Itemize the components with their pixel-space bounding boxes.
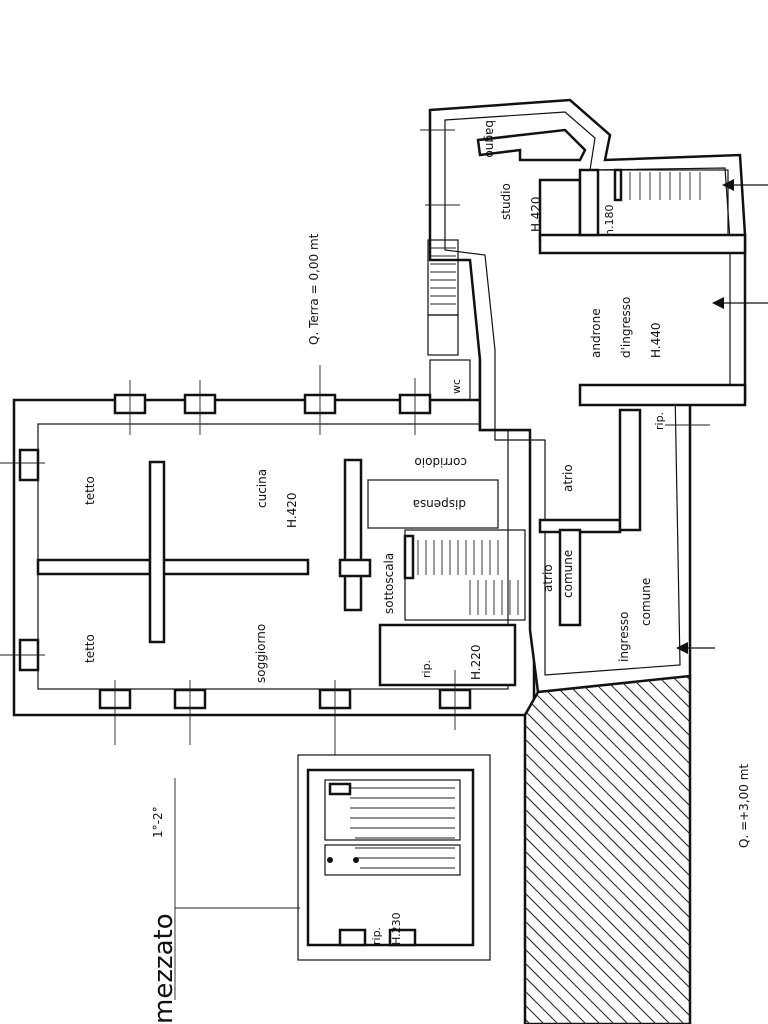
mezzato-block [174, 754, 491, 1000]
hatch-line [539, 676, 690, 1024]
hatch-line [525, 676, 690, 1024]
room-ingresso-comune-1: ingresso [617, 612, 631, 662]
room-rip-mid: rip. [420, 660, 433, 678]
hatched-area [523, 670, 768, 1024]
hatch-line [525, 676, 690, 1024]
hatch-line [525, 676, 690, 1024]
arrow-icon [676, 642, 688, 654]
right-wing-partitions [427, 128, 747, 627]
hatch-line [679, 676, 690, 1024]
floor-subtitle: 1°-2° [151, 806, 165, 838]
hatch-line [525, 676, 690, 1024]
hatch-line [525, 676, 621, 1024]
hatch-line [525, 676, 690, 1024]
hatch-line [567, 676, 690, 1024]
hatch-line [525, 676, 649, 1024]
room-dispensa: dispensa [413, 497, 466, 511]
hatch-line [525, 676, 593, 1024]
hatch-line [623, 676, 690, 1024]
hatch-line [525, 676, 690, 1024]
small-stair-treads [613, 168, 701, 202]
level-ground-label: Q. Terra = 0,00 mt [307, 233, 321, 345]
room-rip-mezz-height: H.230 [390, 912, 403, 945]
hatch-line [525, 676, 690, 1024]
room-ingresso-comune-2: comune [639, 578, 653, 626]
window-openings [0, 365, 472, 755]
room-rip-mid-height: H.220 [469, 644, 483, 680]
hatch-line [525, 676, 690, 1024]
hatch-line [525, 676, 690, 1024]
room-androne: androne [589, 308, 603, 358]
hatch-line [525, 676, 607, 1024]
hatch-line [525, 676, 635, 1024]
room-rip-mezz: rip. [370, 927, 383, 945]
room-tetto-top: tetto [83, 476, 97, 505]
room-corridoio: corridoio [414, 455, 467, 469]
room-atrio-comune-1: atrio [541, 564, 555, 592]
room-tetto-bottom: tetto [83, 634, 97, 663]
room-cucina: cucina [255, 469, 269, 508]
level-upper-label: Q. =+3,00 mt [737, 764, 751, 848]
hatch-line [525, 676, 677, 1024]
room-studio-height: H.420 [529, 196, 543, 232]
room-h180: h.180 [603, 205, 616, 236]
hatch-line [694, 670, 768, 1024]
hatch-line [525, 676, 690, 1024]
room-bagno: bagno [483, 120, 497, 158]
main-building-outline [12, 398, 536, 717]
hatch-line [581, 676, 690, 1024]
room-androne-2: d'ingresso [619, 297, 633, 358]
hatch-line [764, 670, 768, 1024]
hatch-line [525, 676, 690, 1024]
arrow-icon [712, 297, 724, 309]
room-androne-height: H.440 [649, 322, 663, 358]
entrance-arrows [420, 129, 768, 654]
labels: Q. Terra = 0,00 mt Q. =+3,00 mt mezzato … [83, 120, 751, 1024]
hatch-line [750, 670, 768, 1024]
mezzato-stair-treads [327, 782, 455, 869]
hatch-line [553, 676, 690, 1024]
external-stair-treads [430, 247, 456, 305]
room-atrio-comune-2: comune [561, 550, 575, 598]
hatch-line [525, 676, 663, 1024]
hatch-line [525, 676, 690, 1024]
room-atrio: atrio [561, 464, 575, 492]
main-stair-treads [403, 534, 519, 615]
room-sottoscala: sottoscala [382, 553, 396, 614]
room-rip-right: rip. [653, 412, 666, 430]
floor-title: mezzato [149, 913, 179, 1024]
room-studio: studio [499, 183, 513, 220]
hatch-line [525, 676, 690, 1024]
room-cucina-height: H.420 [285, 492, 299, 528]
hatch-line [609, 676, 690, 1024]
hatch-line [525, 676, 690, 1024]
hatch-line [525, 676, 690, 1024]
hatch-line [595, 676, 690, 1024]
room-soggiorno: soggiorno [254, 624, 268, 683]
arrow-icon [722, 179, 734, 191]
room-wc: wc [450, 379, 463, 394]
